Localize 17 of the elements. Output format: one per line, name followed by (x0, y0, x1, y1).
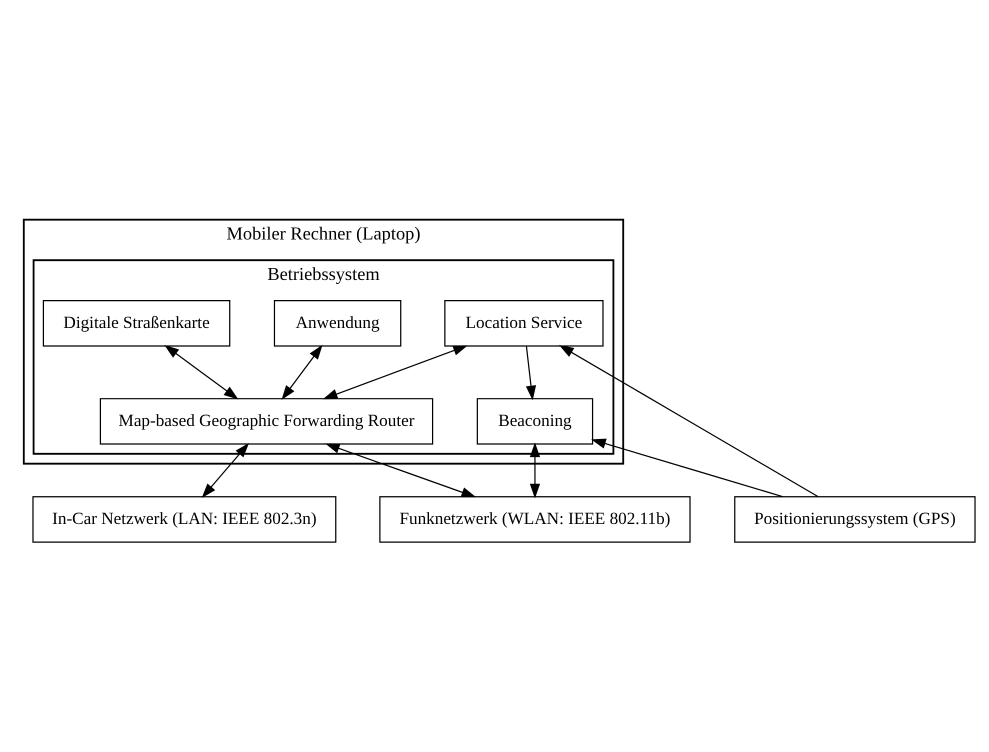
arrow (526, 346, 536, 400)
node-box: Digitale Straßenkarte (42, 300, 230, 347)
arrow (281, 344, 323, 400)
node-box: Map-based Geographic Forwarding Router (100, 398, 434, 445)
node-box: Positionierungssystem (GPS) (734, 496, 976, 543)
node-box: Funknetzwerk (WLAN: IEEE 802.11b) (379, 496, 691, 543)
node-box: Location Service (444, 300, 604, 347)
arrow (322, 345, 468, 400)
arrow (164, 344, 238, 400)
arrow (325, 443, 476, 498)
node-box: Anwendung (274, 300, 402, 347)
arrow (202, 442, 250, 498)
arrow (559, 345, 818, 498)
node-box: In-Car Netzwerk (LAN: IEEE 802.3n) (32, 496, 336, 543)
arrow (591, 438, 783, 498)
node-box: Beaconing (476, 398, 594, 445)
arrow (530, 442, 540, 498)
